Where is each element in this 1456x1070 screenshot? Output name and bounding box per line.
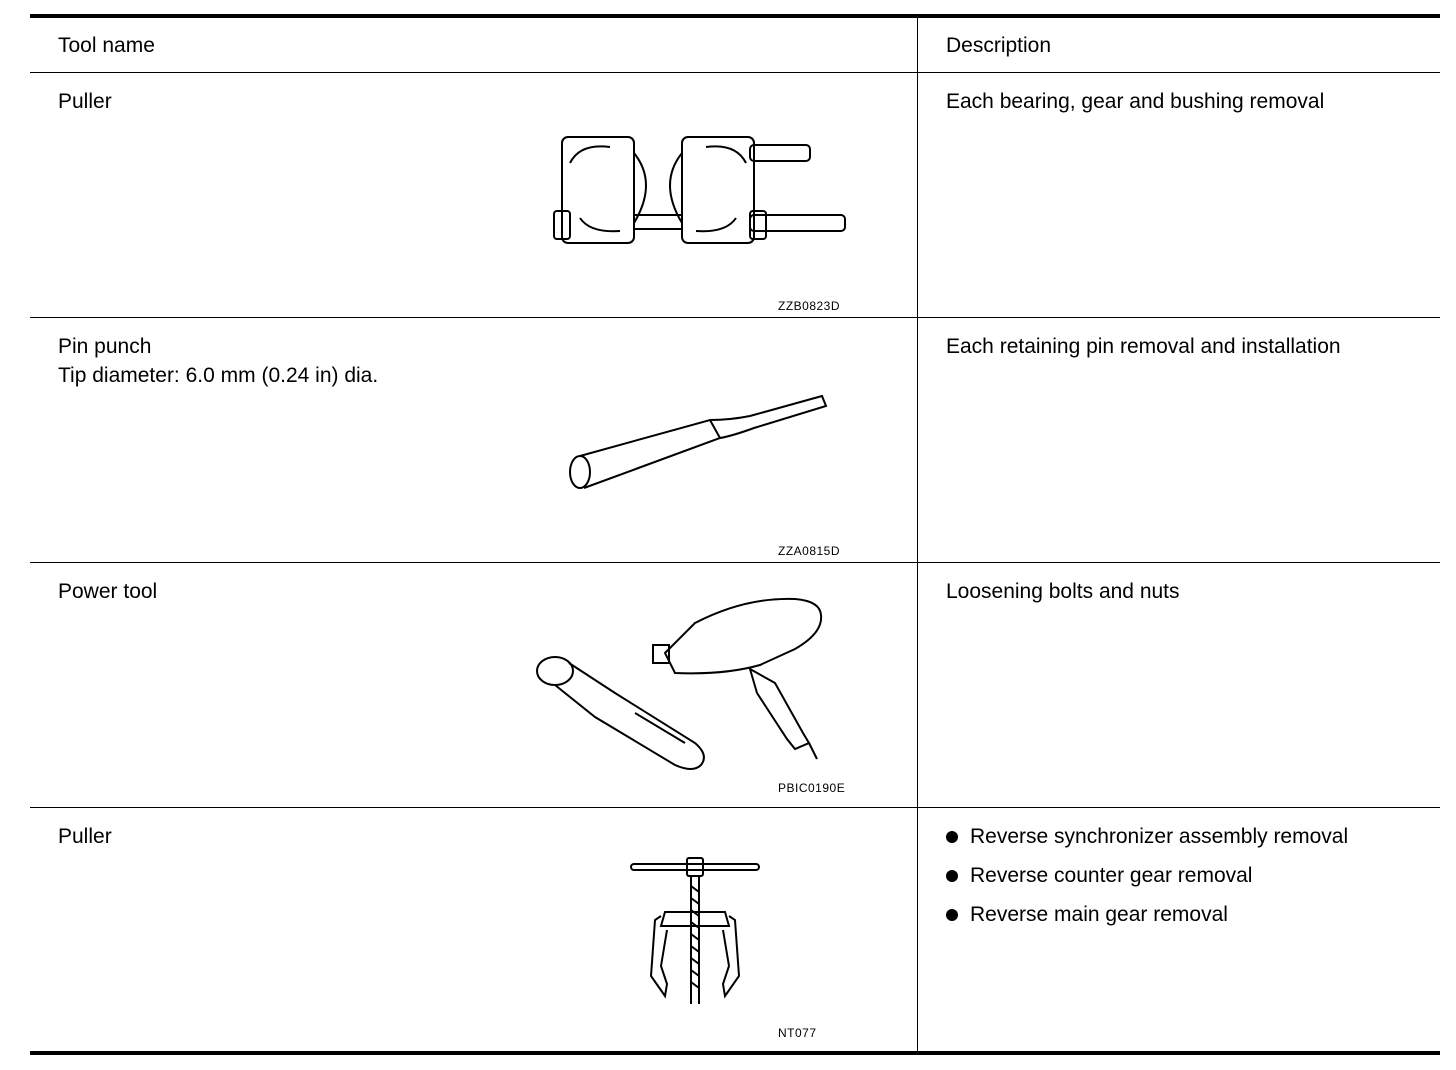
header-description: Description <box>946 34 1052 57</box>
table-header: Tool name Description <box>30 18 1440 73</box>
table-row: Power tool PBIC0190E Loosening bolts and… <box>30 563 1440 808</box>
tool-cell: Puller NT077 <box>30 808 918 1051</box>
tool-name: Pin punch <box>58 335 152 358</box>
description-cell: Each bearing, gear and bushing removal <box>918 73 1440 317</box>
bearing-puller-icon <box>553 136 846 244</box>
header-cell-description: Description <box>918 18 1440 72</box>
figure-code: PBIC0190E <box>778 781 846 795</box>
figure-code: ZZA0815D <box>778 544 841 558</box>
tool-cell: Puller ZZB0823D <box>30 73 918 317</box>
bullet-icon <box>946 869 958 882</box>
header-tool-name: Tool name <box>58 34 155 57</box>
description-list: Reverse synchronizer assembly removal Re… <box>946 822 1348 939</box>
special-tools-table: Tool name Description Puller <box>30 14 1440 1055</box>
tool-name: Puller <box>58 825 112 848</box>
tool-name: Power tool <box>58 580 158 603</box>
description-cell: Reverse synchronizer assembly removal Re… <box>918 808 1440 1051</box>
tool-description: Each bearing, gear and bushing removal <box>946 90 1325 113</box>
table-row: Pin punch Tip diameter: 6.0 mm (0.24 in)… <box>30 318 1440 563</box>
tool-cell: Pin punch Tip diameter: 6.0 mm (0.24 in)… <box>30 318 918 562</box>
bullet-icon <box>946 908 958 921</box>
list-item: Reverse synchronizer assembly removal <box>946 822 1348 851</box>
tool-description: Loosening bolts and nuts <box>946 580 1180 603</box>
list-item: Reverse counter gear removal <box>946 861 1348 890</box>
table-row: Puller NT077 Reverse synchronizer assemb… <box>30 808 1440 1051</box>
bullet-icon <box>946 830 958 843</box>
list-item: Reverse main gear removal <box>946 900 1348 929</box>
figure-code: NT077 <box>778 1026 817 1040</box>
tool-detail: Tip diameter: 6.0 mm (0.24 in) dia. <box>58 364 379 387</box>
tool-name: Puller <box>58 90 112 113</box>
description-cell: Each retaining pin removal and installat… <box>918 318 1440 562</box>
figure-code: ZZB0823D <box>778 299 841 313</box>
tool-description: Each retaining pin removal and installat… <box>946 335 1341 358</box>
gear-puller-icon <box>630 857 760 1004</box>
table-row: Puller ZZB0823D Each bearing, gear and b… <box>30 73 1440 318</box>
description-cell: Loosening bolts and nuts <box>918 563 1440 807</box>
power-tool-icon <box>536 597 823 770</box>
pin-punch-icon <box>569 394 828 489</box>
tool-cell: Power tool PBIC0190E <box>30 563 918 807</box>
header-cell-tool-name: Tool name <box>30 18 918 72</box>
